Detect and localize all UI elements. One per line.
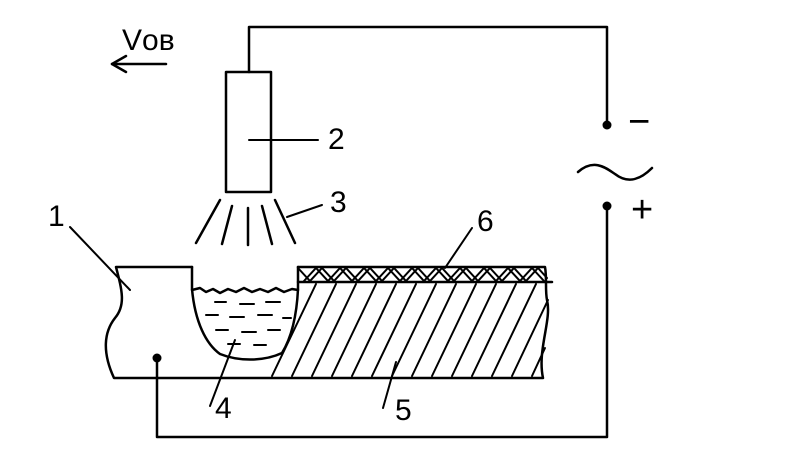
velocity-arrow-icon — [110, 54, 168, 74]
weld-pool — [190, 265, 300, 361]
slag-layer — [296, 266, 554, 284]
label-2: 2 — [328, 123, 345, 156]
label-5: 5 — [395, 394, 412, 427]
leader-line-1 — [69, 226, 131, 291]
circuit-wire — [152, 25, 612, 439]
ac-symbol-icon — [576, 163, 654, 181]
leader-line-4 — [209, 339, 236, 407]
label-3: 3 — [330, 186, 347, 219]
label-1: 1 — [48, 200, 65, 233]
workpiece-contact — [152, 353, 162, 363]
velocity-label: Vов — [122, 24, 175, 57]
pool-surface — [190, 286, 300, 295]
label-4: 4 — [215, 392, 232, 425]
electrode — [224, 70, 273, 194]
liquid-metal-dashes — [205, 301, 292, 346]
positive-terminal — [602, 201, 612, 211]
label-6: 6 — [477, 205, 494, 238]
weld-seam-hatching — [271, 283, 549, 377]
leader-line-6 — [444, 227, 473, 269]
negative-terminal — [602, 120, 612, 130]
leader-line-3 — [286, 204, 323, 218]
minus-sign: − — [628, 101, 650, 143]
arc-rays — [194, 198, 297, 247]
base-metal — [104, 265, 550, 380]
plus-sign: + — [631, 189, 653, 231]
leader-line-5 — [382, 361, 397, 409]
